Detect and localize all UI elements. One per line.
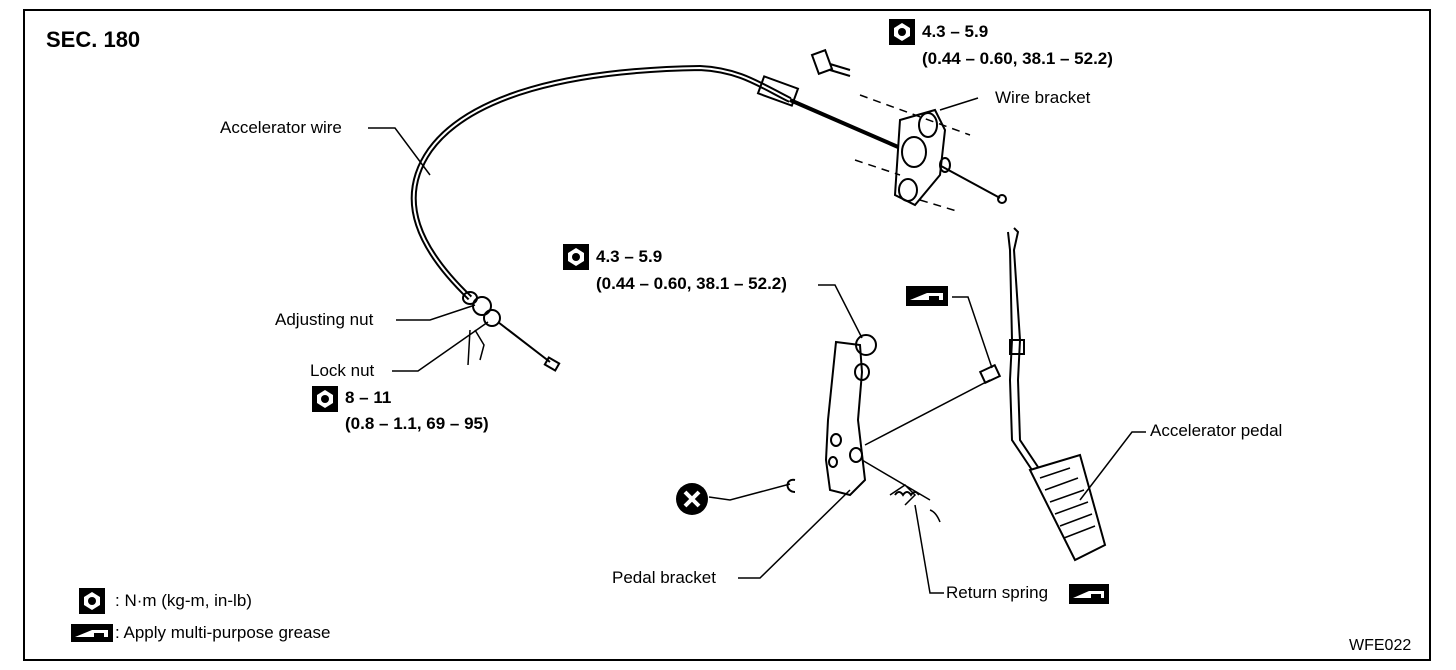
return-spring-shape bbox=[861, 459, 941, 523]
wire-bracket bbox=[893, 108, 947, 207]
diagram-frame bbox=[23, 9, 1431, 661]
accelerator-pedal-shape bbox=[1007, 227, 1107, 562]
torque-wrench-icon bbox=[889, 19, 915, 45]
section-title: SEC. 180 bbox=[46, 27, 141, 52]
wire-bracket-torque-nm: 4.3 – 5.9 bbox=[922, 22, 989, 41]
wire-bracket-bolt bbox=[810, 48, 851, 77]
pedal-bracket-torque-nm: 4.3 – 5.9 bbox=[596, 247, 663, 266]
wire-bracket-torque-alt: (0.44 – 0.60, 38.1 – 52.2) bbox=[922, 49, 1113, 68]
lock-nut-torque-alt: (0.8 – 1.1, 69 – 95) bbox=[345, 414, 489, 433]
clip-shape bbox=[786, 478, 796, 493]
pedal-bracket-shape bbox=[824, 334, 877, 497]
label-return-spring: Return spring bbox=[946, 583, 1049, 602]
torque-wrench-icon bbox=[563, 244, 589, 270]
label-accelerator-pedal: Accelerator pedal bbox=[1150, 421, 1283, 440]
grease-gun-icon bbox=[1069, 584, 1109, 604]
grease-gun-icon bbox=[906, 286, 948, 306]
legend-grease-text: : Apply multi-purpose grease bbox=[115, 623, 331, 642]
pedal-bracket-torque-alt: (0.44 – 0.60, 38.1 – 52.2) bbox=[596, 274, 787, 293]
adjusting-nut-assembly bbox=[462, 291, 561, 372]
label-lock-nut: Lock nut bbox=[310, 361, 375, 380]
lock-nut-torque-nm: 8 – 11 bbox=[345, 388, 392, 407]
torque-wrench-icon bbox=[79, 588, 105, 614]
torque-wrench-icon bbox=[312, 386, 338, 412]
leader-lines bbox=[368, 97, 1146, 594]
grease-gun-icon bbox=[71, 624, 113, 642]
figure-id: WFE022 bbox=[1349, 637, 1412, 654]
label-pedal-bracket: Pedal bracket bbox=[612, 568, 716, 587]
do-not-reuse-icon bbox=[676, 483, 708, 515]
label-accelerator-wire: Accelerator wire bbox=[220, 118, 342, 137]
label-wire-bracket: Wire bracket bbox=[995, 88, 1091, 107]
label-adjusting-nut: Adjusting nut bbox=[275, 310, 374, 329]
legend-torque-text: : N·m (kg-m, in-lb) bbox=[115, 591, 252, 610]
